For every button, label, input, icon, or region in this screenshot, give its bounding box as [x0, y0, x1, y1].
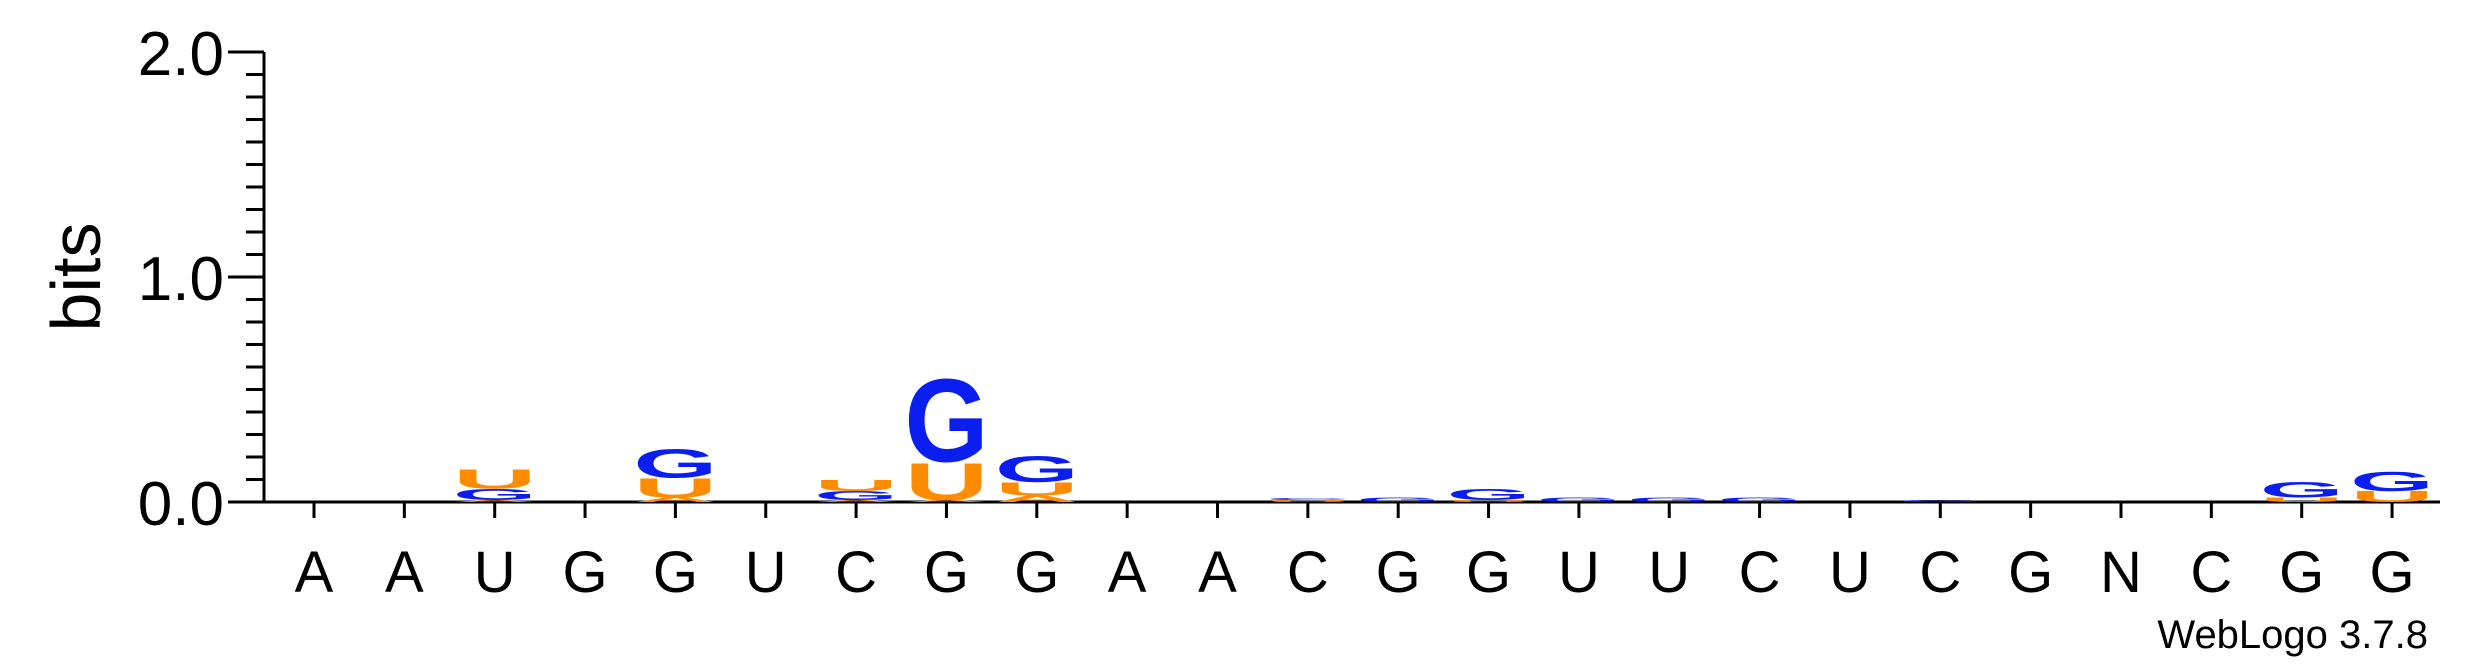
logo-letter-G: G: [995, 448, 1079, 490]
logo-letter-A: A: [453, 499, 537, 502]
logo-letter-G: G: [1627, 496, 1711, 503]
logo-letter-G: G: [814, 489, 898, 503]
logo-letter-G: G: [1537, 496, 1621, 503]
logo-letter-G: G: [904, 355, 988, 487]
x-position-label: G: [653, 540, 698, 605]
logo-letter-U: U: [995, 479, 1079, 500]
logo-letter-G: G: [1718, 496, 1802, 503]
x-position-label: N: [2100, 540, 2142, 605]
logo-letter-C: C: [1266, 497, 1350, 500]
x-position-label: C: [1287, 540, 1329, 605]
logo-letter-A: A: [814, 499, 898, 502]
x-position-label: G: [2369, 540, 2414, 605]
x-position-label: U: [1648, 540, 1690, 605]
x-position-label: G: [1014, 540, 1059, 605]
logo-letter-U: U: [2260, 496, 2344, 503]
y-tick-label: 2.0: [138, 20, 224, 89]
x-position-label: A: [295, 540, 334, 605]
x-position-label: U: [474, 540, 516, 605]
x-position-label: C: [1739, 540, 1781, 605]
logo-letter-G: G: [453, 486, 537, 503]
x-position-label: G: [562, 540, 607, 605]
logo-letter-G: G: [633, 441, 717, 486]
x-position-label: A: [1198, 540, 1237, 605]
logo-letter-G: G: [2350, 465, 2434, 496]
y-tick-label: 1.0: [138, 245, 224, 314]
x-position-label: G: [2279, 540, 2324, 605]
x-position-label: U: [1558, 540, 1600, 605]
logo-letter-G: G: [1898, 499, 1982, 502]
x-position-label: U: [1829, 540, 1871, 605]
logo-letter-A: A: [904, 499, 988, 502]
logo-letter-U: U: [814, 477, 898, 494]
x-position-label: G: [1466, 540, 1511, 605]
x-position-label: A: [1108, 540, 1147, 605]
x-position-label: G: [2008, 540, 2053, 605]
logo-letter-U: U: [2350, 488, 2434, 505]
logo-letter-U: U: [1447, 499, 1531, 502]
x-position-label: U: [745, 540, 787, 605]
logo-letter-G: G: [2260, 478, 2344, 502]
logo-letter-G: G: [1447, 486, 1531, 503]
y-axis-label: bits: [37, 223, 115, 332]
logo-letter-G: G: [1356, 496, 1440, 503]
logo-letter-A: A: [633, 496, 717, 503]
x-position-label: A: [385, 540, 424, 605]
weblogo-credit: WebLogo 3.7.8: [2157, 613, 2428, 657]
x-position-label: G: [924, 540, 969, 605]
logo-letter-U: U: [1266, 499, 1350, 502]
y-tick-label: 0.0: [138, 470, 224, 539]
logo-letter-U: U: [633, 472, 717, 503]
y-axis-ticks: 0.0 1.0 2.0: [138, 20, 264, 539]
logo-letter-A: A: [995, 494, 1079, 504]
x-position-label: C: [2190, 540, 2232, 605]
x-position-label: G: [1376, 540, 1421, 605]
logo-letter-U: U: [453, 463, 537, 494]
logo-letter-U: U: [904, 452, 988, 511]
x-position-label: C: [1919, 540, 1961, 605]
x-position-label: C: [835, 540, 877, 605]
